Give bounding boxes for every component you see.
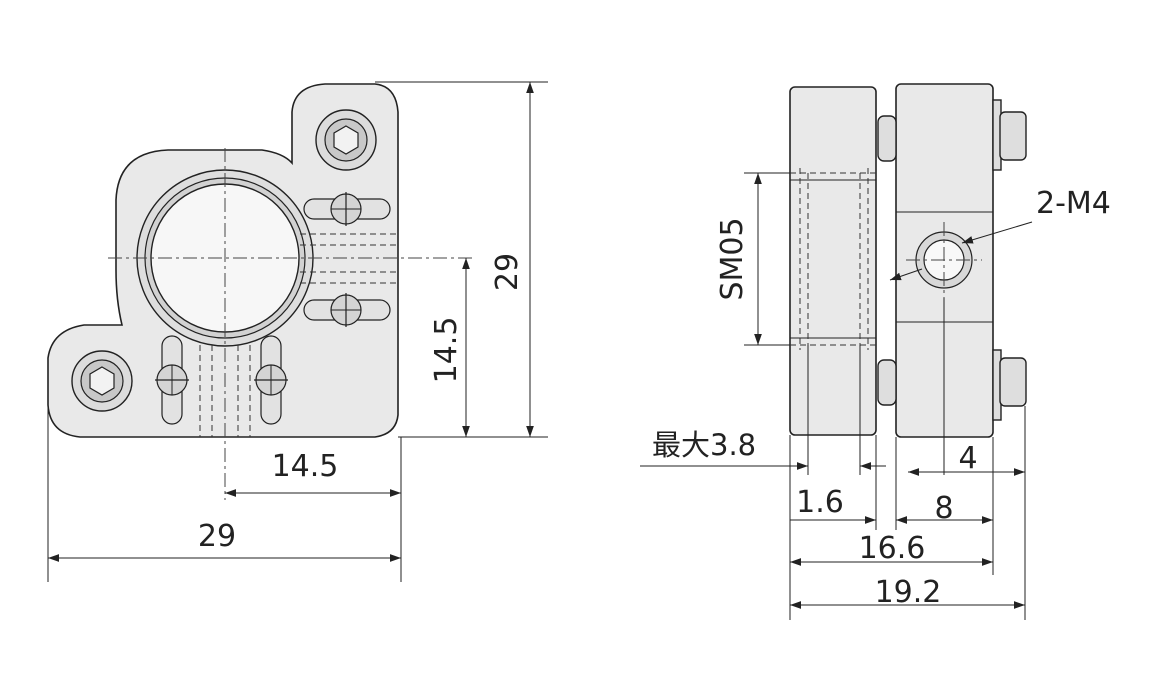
slot-screw-right-top (303, 192, 391, 226)
hidden-lines-front (199, 233, 398, 437)
slot-screw-bottom-right (254, 335, 288, 425)
cap-screw-bottom (71, 350, 133, 412)
label-side-8: 8 (934, 491, 953, 526)
hidden-lines-side (790, 168, 876, 350)
label-thread-callout: 2-M4 (1036, 186, 1111, 221)
side-plate-left (789, 86, 877, 436)
screw-head-left-bottom (877, 359, 897, 406)
screw-head-left-top (877, 115, 897, 162)
label-side-4: 4 (958, 441, 977, 476)
side-view: SM05 2-M4 最大3.8 4 1.6 8 (640, 83, 1111, 620)
label-bore-thread: SM05 (715, 217, 750, 300)
label-side-16-6: 16.6 (859, 531, 926, 566)
hex-socket-icon (89, 366, 115, 396)
label-front-height: 29 (490, 253, 525, 291)
cap-screw-top (315, 109, 377, 171)
label-front-half-height: 14.5 (429, 317, 464, 384)
label-side-19-2: 19.2 (875, 575, 942, 610)
front-view: 14.5 29 29 14.5 (47, 81, 548, 582)
label-front-half-width: 14.5 (272, 449, 339, 484)
extension-lines-side (789, 298, 1026, 620)
label-side-1-6: 1.6 (796, 485, 844, 520)
label-front-width: 29 (198, 519, 236, 554)
screw-head-right-top (999, 111, 1027, 161)
label-max-depth: 最大3.8 (652, 428, 756, 462)
slot-screw-right-bottom (303, 293, 391, 327)
hex-socket-icon (333, 125, 359, 155)
leader-m4 (961, 221, 1033, 244)
screw-head-right-bottom (999, 357, 1027, 407)
slot-screw-bottom-left (155, 335, 189, 425)
